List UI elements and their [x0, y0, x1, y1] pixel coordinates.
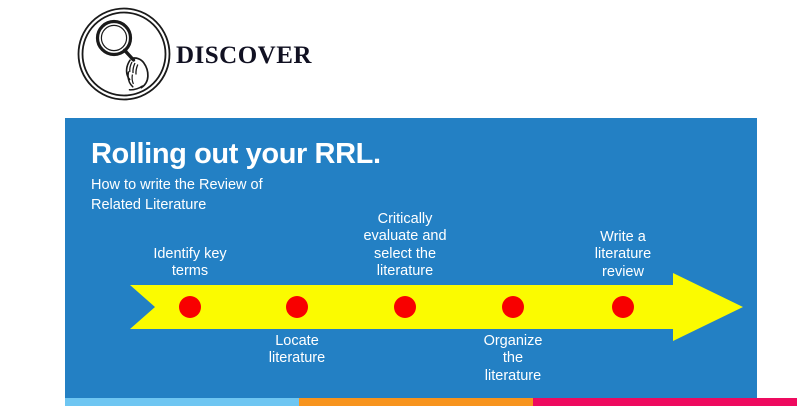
magnifying-glass-in-hand-icon: [76, 6, 172, 102]
bottom-bar-segment-light-blue: [65, 398, 300, 406]
process-step-dot: [502, 296, 524, 318]
brand-name: DISCOVER: [176, 42, 312, 69]
process-step-label-3: Critically evaluate and select the liter…: [363, 211, 447, 280]
process-step-label-1: Identify key terms: [153, 246, 227, 280]
infographic-panel: Rolling out your RRL. How to write the R…: [65, 118, 757, 398]
brand-header: DISCOVER: [70, 4, 390, 108]
bottom-color-bar: [65, 398, 797, 406]
bottom-bar-segment-orange: [299, 398, 534, 406]
bottom-bar-segment-magenta: [533, 398, 797, 406]
process-step-dot: [179, 296, 201, 318]
process-step-dot: [286, 296, 308, 318]
process-step-label-4: Organize the literature: [483, 333, 543, 384]
process-step-label-2: Locate literature: [268, 333, 326, 367]
process-step-label-5: Write a literature review: [594, 229, 652, 280]
process-step-dot: [394, 296, 416, 318]
process-step-dot: [612, 296, 634, 318]
page-title: Rolling out your RRL.: [91, 138, 381, 170]
